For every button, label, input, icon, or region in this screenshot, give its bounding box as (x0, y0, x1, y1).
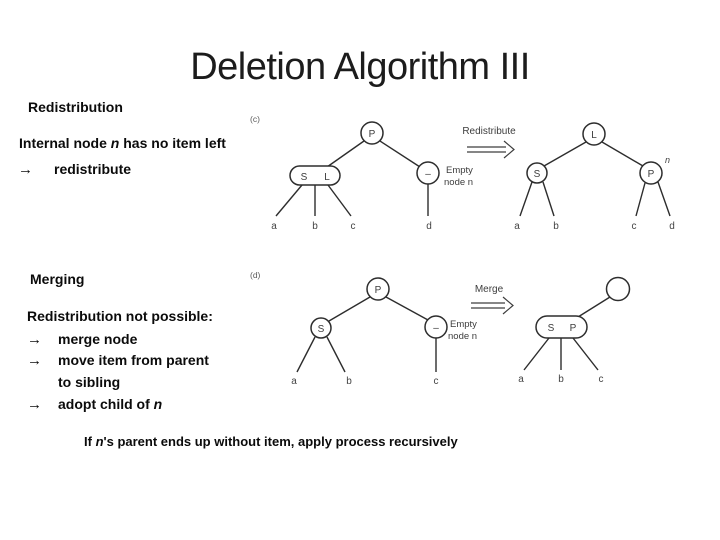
merging-intro: Redistribution not possible: (27, 308, 213, 324)
italic-n: n (95, 434, 104, 449)
leaf-label: c (434, 376, 439, 387)
n-annotation: n (665, 155, 670, 165)
action-label: Redistribute (462, 126, 516, 137)
footer-note: If n's parent ends up without item, appl… (84, 434, 458, 449)
bullet-move-item-continuation: to sibling (58, 374, 121, 390)
redistribution-description: Internal node n has no item left (19, 135, 226, 151)
leaf-label: d (426, 221, 432, 232)
node-label: S (301, 172, 308, 183)
section-heading-redistribution: Redistribution (28, 99, 123, 115)
page-title: Deletion Algorithm III (190, 46, 530, 88)
node-label: P (570, 323, 577, 334)
italic-n: n (110, 135, 120, 151)
empty-note-line1: Empty (446, 165, 473, 176)
arrow-bullet-icon: → (18, 161, 33, 178)
node-circle-root (360, 121, 384, 145)
node-circle-root (366, 277, 390, 301)
empty-node-symbol: – (433, 323, 439, 334)
node-label: L (591, 130, 597, 141)
tree-edges (519, 141, 671, 217)
leaf-label: a (291, 376, 297, 387)
panel-label-c: (c) (250, 114, 260, 124)
empty-parent-circle (605, 276, 631, 302)
bullet-text: move item from parent (58, 352, 209, 368)
leaf-label: b (558, 374, 564, 385)
leaf-label: b (553, 221, 559, 232)
leaf-label: b (312, 221, 318, 232)
double-arrow-icon (471, 296, 514, 315)
text-pre: Internal node (19, 135, 111, 151)
node-label: L (324, 172, 330, 183)
node-label: S (318, 324, 325, 335)
empty-node-circle (424, 315, 448, 339)
bullet-adopt-child: → adopt child of n (27, 396, 162, 413)
node-circle-root (582, 122, 606, 146)
empty-note-line2: node n (444, 177, 473, 188)
arrow-bullet-icon: → (27, 396, 42, 413)
diagram-c-redistribution: (c) P S L – a b c d Redistribute Empty (250, 114, 675, 232)
text-post: has no item left (119, 135, 226, 151)
action-label: Merge (475, 284, 504, 295)
node-circle (526, 162, 548, 184)
text-pre: If (84, 434, 96, 449)
leaf-label: d (669, 221, 675, 232)
tree-edges (523, 296, 611, 371)
node-pill (535, 315, 588, 339)
leaf-label: a (271, 221, 277, 232)
leaf-label: c (599, 374, 604, 385)
diagram-d-merging: (d) P S – a b c Merge Empty node n (250, 270, 631, 387)
bullet-text: adopt child of n (58, 396, 162, 412)
node-circle (639, 161, 663, 185)
text-post: 's parent ends up without item, apply pr… (103, 434, 458, 449)
leaf-label: a (518, 374, 524, 385)
italic-n: n (153, 396, 163, 412)
bullet-move-item: → move item from parent (27, 352, 209, 369)
bullet-text: redistribute (54, 161, 132, 177)
bullet-redistribute: → redistribute (18, 161, 131, 178)
node-label: P (648, 169, 655, 180)
section-heading-merging: Merging (30, 271, 85, 287)
double-arrow-icon (467, 140, 515, 159)
leaf-label: a (514, 221, 520, 232)
node-label: S (534, 169, 541, 180)
node-circle (310, 317, 332, 339)
arrow-bullet-icon: → (27, 352, 42, 369)
text-pre: adopt child of (58, 396, 154, 412)
bullet-merge-node: → merge node (27, 331, 137, 348)
leaf-label: b (346, 376, 352, 387)
empty-node-circle (416, 161, 440, 185)
empty-note-line1: Empty (450, 319, 477, 330)
node-label: P (369, 129, 376, 140)
leaf-label: c (351, 221, 356, 232)
tree-edges (296, 296, 437, 373)
empty-node-symbol: – (425, 169, 431, 180)
empty-note-line2: node n (448, 331, 477, 342)
node-label: S (548, 323, 555, 334)
leaf-label: c (632, 221, 637, 232)
panel-label-d: (d) (250, 270, 261, 280)
bullet-text: merge node (58, 331, 138, 347)
node-pill (289, 165, 341, 186)
node-label: P (375, 285, 382, 296)
tree-edges (275, 140, 429, 217)
arrow-bullet-icon: → (27, 331, 42, 348)
